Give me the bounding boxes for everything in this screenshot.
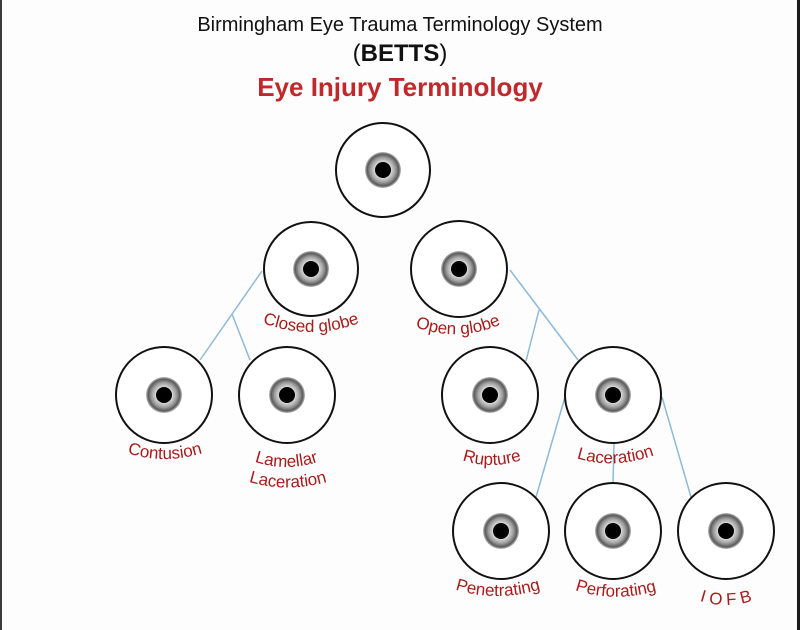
connector-open-to-rupture bbox=[525, 309, 540, 362]
eye-pupil-icon bbox=[303, 261, 319, 277]
paren-open: ( bbox=[352, 40, 361, 67]
label-iofb: I O F B bbox=[698, 586, 753, 609]
node-closed-globe bbox=[263, 221, 359, 317]
connector-open-to-laceration bbox=[509, 269, 579, 361]
title-system-name: Birmingham Eye Trauma Terminology System bbox=[197, 14, 603, 36]
connector-laceration-to-perforating bbox=[612, 443, 615, 485]
node-rupture bbox=[441, 346, 539, 444]
frame-border-left bbox=[0, 0, 2, 630]
node-laceration bbox=[564, 346, 662, 444]
node-open-globe bbox=[410, 220, 508, 318]
node-iofb bbox=[677, 482, 775, 580]
node-penetrating bbox=[452, 482, 550, 580]
node-perforating bbox=[564, 482, 662, 580]
title-acronym: (BETTS) bbox=[0, 40, 800, 68]
label-laceration: Laceration bbox=[575, 441, 655, 467]
node-contusion bbox=[115, 346, 213, 444]
eye-pupil-icon bbox=[375, 162, 391, 178]
diagram-title: Eye Injury Terminology bbox=[257, 72, 543, 102]
eye-pupil-icon bbox=[718, 523, 734, 539]
eye-pupil-icon bbox=[451, 261, 467, 277]
eye-pupil-icon bbox=[156, 387, 172, 403]
connector-laceration-to-penetrating bbox=[535, 396, 566, 498]
acronym-betts: BETTS bbox=[360, 40, 440, 67]
paren-close: ) bbox=[439, 40, 448, 67]
eye-pupil-icon bbox=[482, 387, 498, 403]
eye-pupil-icon bbox=[605, 387, 621, 403]
label-lamellar: Lamellar bbox=[253, 447, 320, 471]
eye-pupil-icon bbox=[279, 387, 295, 403]
eye-pupil-icon bbox=[605, 523, 621, 539]
connector-closed-to-lamellar bbox=[231, 313, 251, 361]
node-root bbox=[335, 122, 431, 218]
connector-laceration-to-iofb bbox=[661, 396, 692, 498]
label-rupture: Rupture bbox=[461, 446, 523, 469]
node-lamellar-laceration bbox=[238, 346, 336, 444]
frame-border-right bbox=[797, 0, 800, 630]
connector-closed-to-contusion bbox=[199, 270, 263, 361]
eye-pupil-icon bbox=[493, 523, 509, 539]
